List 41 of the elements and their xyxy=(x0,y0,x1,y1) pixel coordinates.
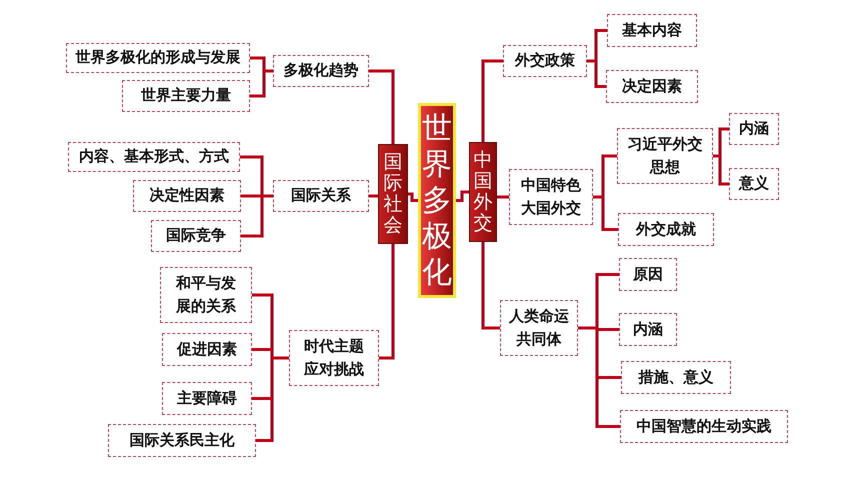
connector-line xyxy=(713,154,729,186)
topic-box: 国际竞争 xyxy=(151,220,241,252)
connector-line xyxy=(497,196,509,198)
topic-box: 时代主题应对挑战 xyxy=(289,330,379,386)
topic-box: 决定性因素 xyxy=(133,180,241,212)
topic-box: 中国智慧的生动实践 xyxy=(620,410,788,443)
connector-line xyxy=(456,190,469,202)
topic-box: 人类命运共同体 xyxy=(500,300,578,356)
topic-box: 习近平外交思想 xyxy=(617,128,713,184)
topic-box: 内涵 xyxy=(619,313,677,346)
topic-box: 主要障碍 xyxy=(162,382,252,415)
topic-box: 国际关系 xyxy=(273,180,369,212)
connector-line xyxy=(369,70,394,144)
connector-line xyxy=(241,194,273,238)
connector-line xyxy=(587,60,606,88)
branch-topic-box: 中国外交 xyxy=(469,142,497,242)
connector-line xyxy=(482,60,503,142)
topic-box: 促进因素 xyxy=(162,333,252,366)
connector-line xyxy=(379,244,394,360)
topic-box: 和平与发展的关系 xyxy=(160,267,252,323)
topic-box: 世界多极化的形成与发展 xyxy=(66,43,250,73)
topic-box: 基本内容 xyxy=(607,14,697,47)
topic-box: 决定因素 xyxy=(606,70,698,103)
connector-line xyxy=(408,192,418,202)
topic-box: 国际关系民主化 xyxy=(108,424,256,457)
central-topic-box: 世界多极化 xyxy=(418,103,456,298)
topic-box: 措施、意义 xyxy=(621,361,731,394)
topic-box: 内容、基本形式、方式 xyxy=(68,142,240,172)
topic-box: 世界主要力量 xyxy=(122,80,250,112)
connector-line xyxy=(250,70,273,98)
topic-box: 中国特色大国外交 xyxy=(509,169,593,225)
connector-line xyxy=(369,194,378,198)
topic-box: 原因 xyxy=(619,258,677,291)
topic-box: 外交政策 xyxy=(503,45,587,77)
connector-line xyxy=(482,242,500,330)
topic-box: 多极化趋势 xyxy=(273,55,369,87)
connector-line xyxy=(593,196,618,231)
branch-topic-box: 国际社会 xyxy=(378,144,408,244)
topic-box: 内涵 xyxy=(729,113,779,145)
topic-box: 意义 xyxy=(729,168,779,200)
topic-box: 外交成就 xyxy=(618,213,714,246)
